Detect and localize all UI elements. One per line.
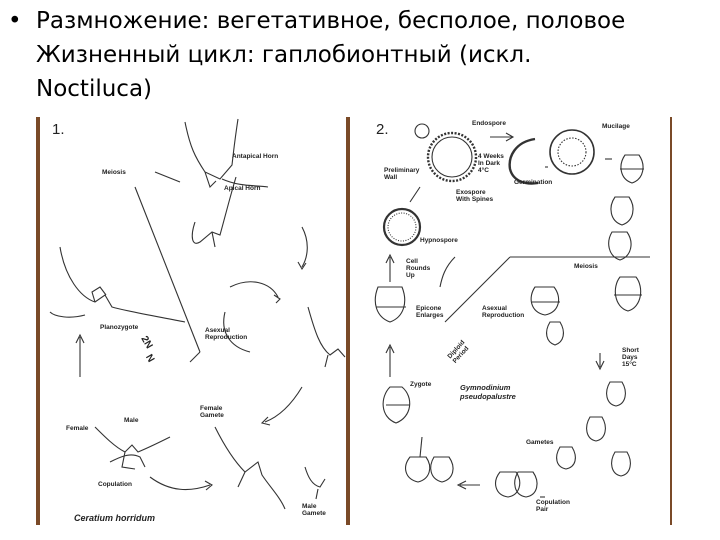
label-exospore: Exospore With Spines [456, 189, 494, 203]
label-antapical-horn: Antapical Horn [232, 153, 279, 160]
label-female-gamete: Female Gamete [200, 405, 224, 419]
reproduction-text: Размножение: вегетативное, бесполое, пол… [36, 8, 626, 34]
label-male-gamete: Male Gamete [302, 503, 326, 517]
slide-text: • Размножение: вегетативное, бесполое, по… [8, 4, 712, 106]
label-asexual-reproduction-2: Asexual Reproduction [482, 305, 525, 319]
label-gametes: Gametes [526, 439, 554, 446]
bullet-line-1: • Размножение: вегетативное, бесполое, по… [8, 4, 712, 38]
bullet-dot: • [8, 8, 22, 34]
figure-number-1: 1. [52, 121, 65, 138]
label-planozygote: Planozygote [100, 324, 139, 331]
label-epicone-enlarges: Epicone Enlarges [416, 305, 444, 319]
label-copulation-pair: Copulation Pair [536, 499, 570, 513]
species-ceratium: Ceratium horridum [74, 513, 156, 523]
label-four-weeks: 4 Weeks In Dark 4°C [478, 153, 504, 174]
label-male: Male [124, 417, 139, 424]
label-mucilage: Mucilage [602, 123, 630, 130]
label-germination: Germination [514, 179, 553, 186]
ceratium-drawing [49, 118, 346, 510]
gymnodinium-drawing [374, 123, 650, 498]
exception-text: Noctiluca) [36, 76, 153, 102]
label-zygote: Zygote [410, 381, 432, 388]
label-meiosis-2: Meiosis [574, 263, 598, 270]
label-asexual-reproduction: Asexual Reproduction [205, 327, 248, 341]
life-cycle-text: Жизненный цикл: гаплобионтный (искл. [36, 42, 532, 68]
label-preliminary-wall: Preliminary Wall [384, 167, 420, 181]
figure-ceratium-life-cycle: 1. [36, 117, 350, 525]
label-endospore: Endospore [472, 120, 506, 127]
label-hypnospore: Hypnospore [420, 237, 458, 244]
species-gymnodinium: Gymnodinium pseudopalustre [460, 383, 516, 401]
label-cell-rounds-up: Cell Rounds Up [406, 258, 431, 279]
label-short-days: Short Days 15°C [622, 347, 639, 368]
figure-number-2: 2. [376, 121, 389, 138]
label-copulation: Copulation [98, 481, 132, 488]
label-apical-horn: Apical Horn [224, 185, 261, 192]
label-meiosis: Meiosis [102, 169, 126, 176]
figure-gymnodinium-life-cycle: 2. [346, 117, 672, 525]
label-female: Female [66, 425, 89, 432]
